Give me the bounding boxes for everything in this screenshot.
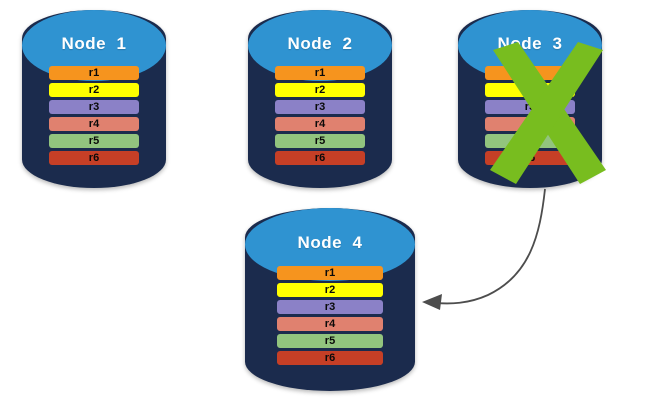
- row-stack-4: r1 r2 r3 r4 r5 r6: [277, 266, 383, 365]
- node-cylinder-1[interactable]: Node 1 r1 r2 r3 r4 r5 r6: [22, 10, 166, 188]
- row-bar-r5[interactable]: r5: [49, 134, 139, 148]
- row-stack-2: r1 r2 r3 r4 r5 r6: [275, 66, 365, 165]
- node3-to-node4-arrow-path: [435, 188, 546, 305]
- row-bar-r6[interactable]: r6: [277, 351, 383, 365]
- node-title-1: Node 1: [61, 33, 127, 53]
- row-bar-r1[interactable]: r1: [277, 266, 383, 280]
- row-bar-r4[interactable]: r4: [485, 117, 575, 131]
- row-bar-r6[interactable]: r6: [485, 151, 575, 165]
- row-bar-r6[interactable]: r6: [275, 151, 365, 165]
- node-cylinder-4[interactable]: Node 4 r1 r2 r3 r4 r5 r6: [245, 208, 415, 391]
- row-bar-r1[interactable]: r1: [485, 66, 575, 80]
- row-bar-r3[interactable]: r3: [277, 300, 383, 314]
- row-bar-r5[interactable]: r5: [275, 134, 365, 148]
- row-bar-r5[interactable]: r5: [277, 334, 383, 348]
- row-bar-r4[interactable]: r4: [275, 117, 365, 131]
- node-title-2: Node 2: [287, 33, 353, 53]
- node-cylinder-3[interactable]: Node 3 r1 r2 r3 r4 r5 r6: [458, 10, 602, 188]
- row-bar-r3[interactable]: r3: [485, 100, 575, 114]
- row-bar-r2[interactable]: r2: [485, 83, 575, 97]
- row-bar-r2[interactable]: r2: [49, 83, 139, 97]
- row-stack-3: r1 r2 r3 r4 r5 r6: [485, 66, 575, 165]
- row-stack-1: r1 r2 r3 r4 r5 r6: [49, 66, 139, 165]
- row-bar-r4[interactable]: r4: [277, 317, 383, 331]
- row-bar-r1[interactable]: r1: [49, 66, 139, 80]
- arrowhead-icon: [422, 294, 442, 310]
- row-bar-r5[interactable]: r5: [485, 134, 575, 148]
- row-bar-r3[interactable]: r3: [275, 100, 365, 114]
- row-bar-r2[interactable]: r2: [277, 283, 383, 297]
- row-bar-r2[interactable]: r2: [275, 83, 365, 97]
- row-bar-r3[interactable]: r3: [49, 100, 139, 114]
- row-bar-r6[interactable]: r6: [49, 151, 139, 165]
- node-title-4: Node 4: [297, 232, 363, 252]
- row-bar-r1[interactable]: r1: [275, 66, 365, 80]
- row-bar-r4[interactable]: r4: [49, 117, 139, 131]
- node-cylinder-2[interactable]: Node 2 r1 r2 r3 r4 r5 r6: [248, 10, 392, 188]
